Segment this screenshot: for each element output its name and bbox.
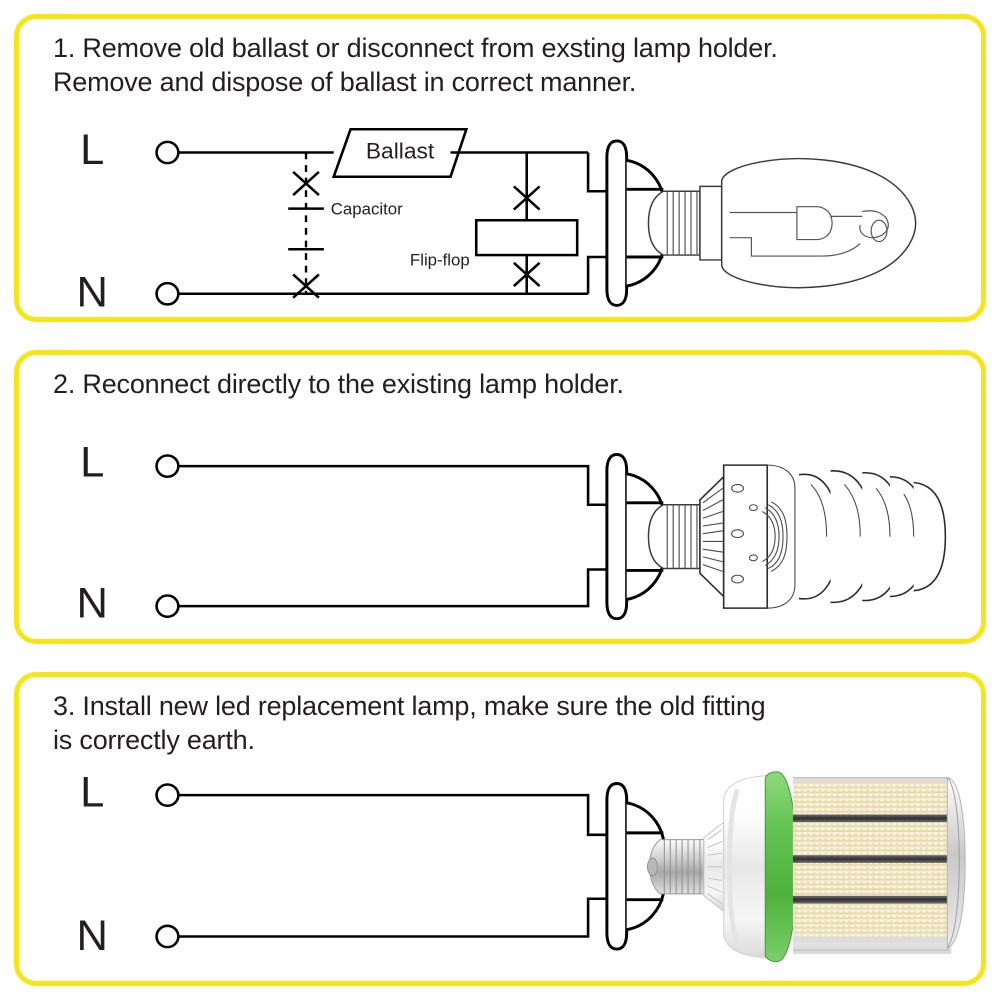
ballast-symbol: Ballast (331, 128, 469, 178)
terminal-neutral-2 (155, 594, 180, 619)
lamp-holder-2 (605, 453, 701, 621)
cut-mark-capacitor-top (292, 170, 320, 197)
e27-screw-base-2 (647, 504, 701, 570)
wire-neutral-2 (178, 568, 618, 608)
step-2-text: 2. Reconnect directly to the existing la… (53, 369, 624, 399)
wire-live-2 (178, 464, 618, 506)
flip-flop-label: Flip-flop (410, 251, 470, 270)
e27-metal-base-3 (647, 839, 705, 895)
panel-1-diagram: L N Ballast (19, 19, 981, 317)
terminal-live-2 (155, 454, 180, 478)
terminal-live-3 (155, 783, 180, 808)
instruction-panel-2: 2. Reconnect directly to the existing la… (14, 350, 986, 644)
e27-screw-base-1 (647, 190, 701, 256)
led-corn-lamp-3 (647, 771, 966, 963)
terminal-label-live-3: L (80, 769, 104, 816)
instruction-panel-1: 1. Remove old ballast or disconnect from… (14, 14, 986, 322)
panel-3-diagram: L N (19, 677, 981, 981)
flip-flop-symbol (474, 152, 579, 294)
cut-mark-flipflop-bottom (512, 261, 541, 287)
terminal-label-live-2: L (80, 439, 104, 486)
cut-mark-flipflop-top (512, 185, 541, 211)
terminal-label-neutral-2: N (77, 580, 108, 627)
wire-neutral-3 (178, 897, 618, 938)
terminal-label-neutral-3: N (77, 912, 108, 959)
lamp-holder-1 (605, 139, 701, 307)
terminal-neutral-1 (155, 281, 180, 306)
step-1-text: 1. Remove old ballast or disconnect from… (53, 33, 778, 98)
terminal-label-live-1: L (80, 127, 104, 174)
cut-mark-capacitor-bottom (292, 273, 320, 299)
ballast-label: Ballast (366, 139, 435, 164)
instruction-panel-3: 3. Install new led replacement lamp, mak… (14, 672, 986, 986)
terminal-label-neutral-1: N (77, 269, 108, 316)
wire-live-3 (178, 793, 618, 837)
cfl-lamp-2 (699, 464, 947, 609)
capacitor-label: Capacitor (331, 200, 403, 219)
panel-2-diagram: L N (19, 355, 981, 639)
hid-lamp-1 (699, 157, 917, 289)
capacitor-symbol (288, 152, 324, 299)
step-3-text: 3. Install new led replacement lamp, mak… (53, 691, 766, 756)
terminal-neutral-3 (155, 924, 180, 949)
terminal-live-1 (155, 140, 180, 165)
lamp-holder-3 (605, 782, 665, 951)
